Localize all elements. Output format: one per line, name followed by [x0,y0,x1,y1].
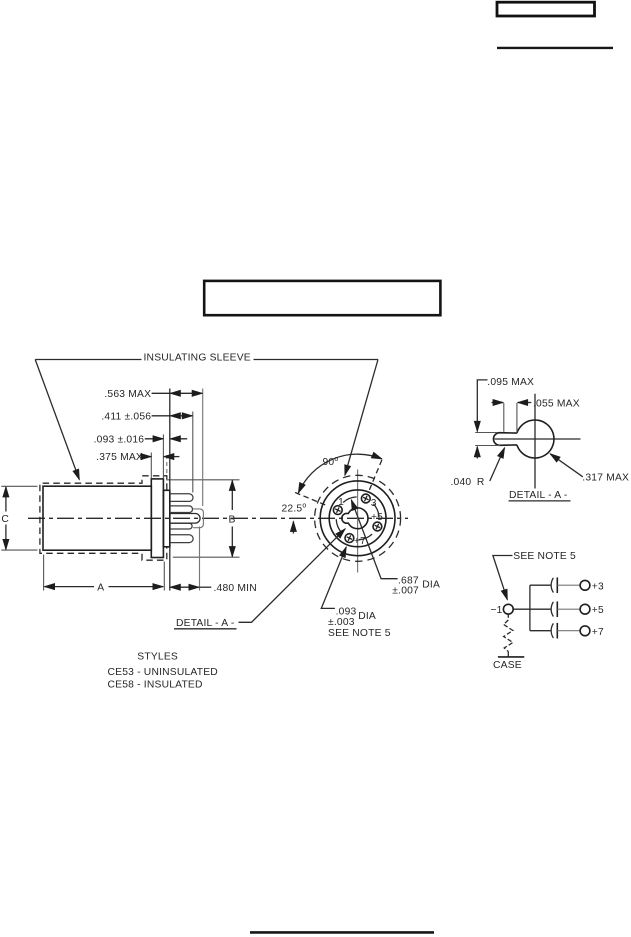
terminal-5-label: +5 [592,605,604,616]
case-label: CASE [493,660,522,671]
side-view: C B A .480 MIN [1,352,408,594]
dim-093-label: .093 ±.016 [94,434,145,445]
note-leader-arrow [492,554,513,600]
dim-B: B [166,479,240,558]
dia-093-unit: DIA [358,611,376,622]
dim-040: .040 R [451,448,506,488]
pin-5-label: +5 [371,512,383,523]
leader-arrow [489,448,506,482]
pin-3-label: 3 [371,498,377,509]
capacitor-section-7: +7 [550,622,604,639]
leader-arrow [344,359,379,476]
dia-687-unit: DIA [422,580,440,591]
leader-arrow [238,529,346,623]
dia-687-value: .687 [398,575,419,586]
dia-093-callout: .093 DIA ±.003 SEE NOTE 5 [320,547,391,639]
dim-C-label: C [1,514,9,525]
angle-22-5-label: 22.5o [282,503,307,515]
dia-687-tol: ±.007 [392,586,419,597]
dim-055-label: .055 MAX [533,398,580,409]
capacitor-section-3: +3 [550,577,604,593]
resistor-zigzag [502,619,515,652]
cap-curved-plate [550,601,554,617]
dim-411-label: .411 ±.056 [101,411,151,422]
pin-projection [169,534,194,544]
insulating-sleeve-label: INSULATING SLEEVE [144,352,251,363]
leader-arrow [320,547,347,610]
cap-curved-plate [550,577,554,593]
styles-block: STYLES CE53 - UNINSULATED CE58 - INSULAT… [108,651,218,690]
terminal-5-node [579,603,591,615]
page-header [495,0,613,50]
terminal-3-node [579,579,591,591]
detail-a-view: .095 MAX .055 MAX .040 R .317 MAX DETAIL… [451,377,629,502]
pin-projection [169,505,194,514]
dia-093-note: SEE NOTE 5 [328,628,391,639]
pin-3 [360,493,371,504]
terminal-3-label: +3 [592,581,604,592]
dim-B-label: B [229,514,236,525]
dia-093-tol: ±.003 [328,617,355,628]
terminal-7-node [579,625,591,637]
keyway-circle [516,419,555,459]
figure-title-box [202,279,442,317]
leader-arrow [350,500,398,580]
dim-563-label: .563 MAX [104,389,151,400]
pin-7 [344,532,355,544]
upper-dims: .563 MAX .411 ±.056 .093 ±.016 .375 MAX [94,388,204,506]
dim-375-label: .375 MAX [96,452,143,463]
pin-projection [169,493,194,503]
case-resistor: CASE [493,614,525,671]
key-boss-outline [192,508,204,529]
bolt-circle-arc [342,496,357,504]
dimension-arrow [477,379,488,431]
style-ce53: CE53 - UNINSULATED [108,667,218,678]
detail-a-ref-label: DETAIL - A - [176,618,234,629]
schematic: SEE NOTE 5 −1 +3 +5 +7 [490,551,603,671]
terminal-neg-node [502,603,514,615]
cap-curved-plate [550,623,554,639]
styles-title: STYLES [137,651,178,662]
insulating-sleeve-outline [39,475,168,561]
angle-90-arc [297,454,381,493]
angle-90-label: 90o [323,456,339,468]
pin-1 [332,504,343,516]
dim-480-label: .480 MIN [214,583,257,594]
pin-projection [169,522,193,530]
dim-C: C [1,485,38,551]
detail-a-title: DETAIL - A - [509,490,567,501]
pin-7-label: +7 [354,536,366,547]
dim-317: .317 MAX [550,454,629,484]
dim-A-label: A [97,583,104,594]
schematic-note: SEE NOTE 5 [513,551,576,562]
seal-header [162,489,171,548]
dim-095: .095 MAX [475,377,534,459]
dim-317-label: .317 MAX [582,473,629,484]
pin-5 [372,521,383,532]
radial-reference-dashed [291,490,326,506]
dim-055: .055 MAX [491,398,580,433]
dim-095-label: .095 MAX [487,377,534,388]
terminal-neg-label: −1 [490,605,502,616]
terminal-7-label: +7 [592,627,604,638]
leader-arrow [550,454,584,478]
bolt-circle-arc [372,503,380,518]
center-boss-keyway [341,507,369,530]
center-key-post [169,512,201,524]
capacitor-section-5: +5 [550,601,604,617]
leader-arrow [34,359,80,480]
dia-687-callout: .687 DIA ±.007 [350,500,440,597]
revision-box [495,0,596,18]
dim-040-label: .040 R [451,477,485,488]
style-ce58: CE58 - INSULATED [108,680,203,691]
detail-a-callout: DETAIL - A - [174,529,346,630]
end-view: 1 3 +5 +7 90o 22.5o DETAIL - A - .687 DI… [174,454,440,639]
bolt-circle-arc [335,519,343,534]
dia-093-value: .093 [336,607,357,618]
pin-1-label: 1 [338,497,344,508]
dim-A: A .480 MIN [43,526,257,594]
